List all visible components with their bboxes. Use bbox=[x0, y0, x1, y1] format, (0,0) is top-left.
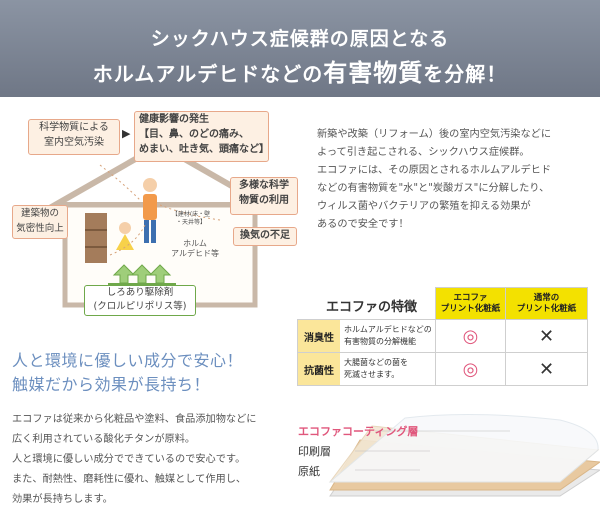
intro-line: などの有害物質を"水"と"炭酸ガス"に分解したり、 bbox=[317, 183, 550, 194]
ecofa-mark: ◎ bbox=[435, 352, 506, 386]
description-line: また、耐熱性、磨耗性に優れ、触媒として作用し、 bbox=[12, 474, 247, 485]
base-paper-label: 原紙 bbox=[298, 465, 320, 478]
description-line: エコファは従来から化粧品や塗料、食品添加物などに bbox=[12, 414, 257, 425]
description-line: 広く利用されている酸化チタンが原料。 bbox=[12, 434, 196, 445]
banner-line-1: シックハウス症候群の原因となる bbox=[150, 28, 450, 50]
table-row: 消臭性 ホルムアルデヒドなどの 有害物質の分解機能 ◎ ✕ bbox=[297, 319, 588, 353]
intro-line: ウィルス菌やバクテリアの繁殖を抑える効果が bbox=[317, 201, 531, 212]
description-text: エコファは従来から化粧品や塗料、食品添加物などに 広く利用されている酸化チタンが… bbox=[12, 410, 257, 510]
child-figure bbox=[119, 222, 131, 234]
banner-line-2: ホルムアルデヒドなどの有害物質を分解！ bbox=[0, 53, 600, 88]
sick-house-diagram: 科学物質による 室内空気汚染 ▶ 健康影響の発生 【目、鼻、のどの痛み、 めまい… bbox=[0, 105, 300, 330]
intro-line: よって引き起こされる、シックハウス症候群。 bbox=[317, 147, 530, 158]
woman-figure bbox=[143, 178, 157, 192]
intro-line: 新築や改築（リフォーム）後の室内空気汚染などに bbox=[317, 129, 552, 140]
airtight-box: 建築物の 気密性向上 bbox=[12, 205, 68, 239]
arrow-icon: ▶ bbox=[122, 127, 131, 140]
description-line: 効果が長持ちします。 bbox=[12, 494, 113, 505]
catch-line-2: 触媒だから効果が長持ち！ bbox=[12, 375, 211, 394]
coating-layer-label: エコファコーティング層 bbox=[298, 425, 419, 438]
normal-mark: ✕ bbox=[505, 352, 588, 386]
floor-arrows bbox=[112, 264, 172, 284]
chemical-use-box: 多様な科学 物質の利用 bbox=[230, 177, 298, 215]
catch-copy: 人と環境に優しい成分で安心！ 触媒だから効果が長持ち！ bbox=[12, 349, 243, 397]
row-label: 抗菌性 bbox=[298, 353, 340, 385]
normal-mark: ✕ bbox=[505, 319, 588, 353]
intro-line: エコファには、その原因とされるホルムアルデヒド bbox=[317, 165, 552, 176]
features-title: エコファの特徴 bbox=[326, 300, 418, 315]
shelf-icon bbox=[85, 213, 107, 263]
banner-line-2-pre: ホルムアルデヒドなどの bbox=[92, 62, 324, 86]
row-description: ホルムアルデヒドなどの 有害物質の分解機能 bbox=[340, 320, 435, 352]
row-description: 大腸菌などの菌を 死滅させます。 bbox=[340, 353, 435, 385]
row-label: 消臭性 bbox=[298, 320, 340, 352]
features-table: エコファ プリント化粧紙 通常の プリント化粧紙 消臭性 ホルムアルデヒドなどの… bbox=[297, 287, 588, 386]
header-banner: シックハウス症候群の原因となる ホルムアルデヒドなどの有害物質を分解！ bbox=[0, 0, 600, 97]
col-header-normal: 通常の プリント化粧紙 bbox=[505, 287, 588, 320]
col-header-ecofa: エコファ プリント化粧紙 bbox=[435, 287, 506, 320]
building-materials-tag: 【建材(床・壁 ・天井等】 bbox=[171, 211, 211, 226]
print-layer-label: 印刷層 bbox=[298, 445, 331, 458]
table-row: 抗菌性 大腸菌などの菌を 死滅させます。 ◎ ✕ bbox=[297, 352, 588, 386]
description-line: 人と環境に優しい成分でできているので安心です。 bbox=[12, 454, 246, 465]
banner-emphasis: 有害物質 bbox=[323, 59, 424, 87]
intro-text: 新築や改築（リフォーム）後の室内空気汚染などに よって引き起こされる、シックハウ… bbox=[317, 126, 595, 234]
ventilation-box: 換気の不足 bbox=[233, 227, 297, 246]
intro-line: あるので安全です！ bbox=[317, 219, 409, 230]
print-layer bbox=[329, 439, 600, 491]
formaldehyde-tag: ホルム アルデヒド等 bbox=[171, 239, 219, 258]
health-effect-box: 健康影響の発生 【目、鼻、のどの痛み、 めまい、吐き気、頭痛など】 bbox=[134, 111, 269, 162]
base-paper-layer bbox=[329, 451, 600, 497]
ecofa-mark: ◎ bbox=[435, 319, 506, 353]
termite-box: しろあり駆除剤 (クロルピリポリス等) bbox=[84, 285, 196, 316]
cause-box: 科学物質による 室内空気汚染 bbox=[28, 119, 120, 155]
banner-line-2-post: を分解！ bbox=[423, 62, 508, 86]
catch-line-1: 人と環境に優しい成分で安心！ bbox=[12, 351, 244, 370]
